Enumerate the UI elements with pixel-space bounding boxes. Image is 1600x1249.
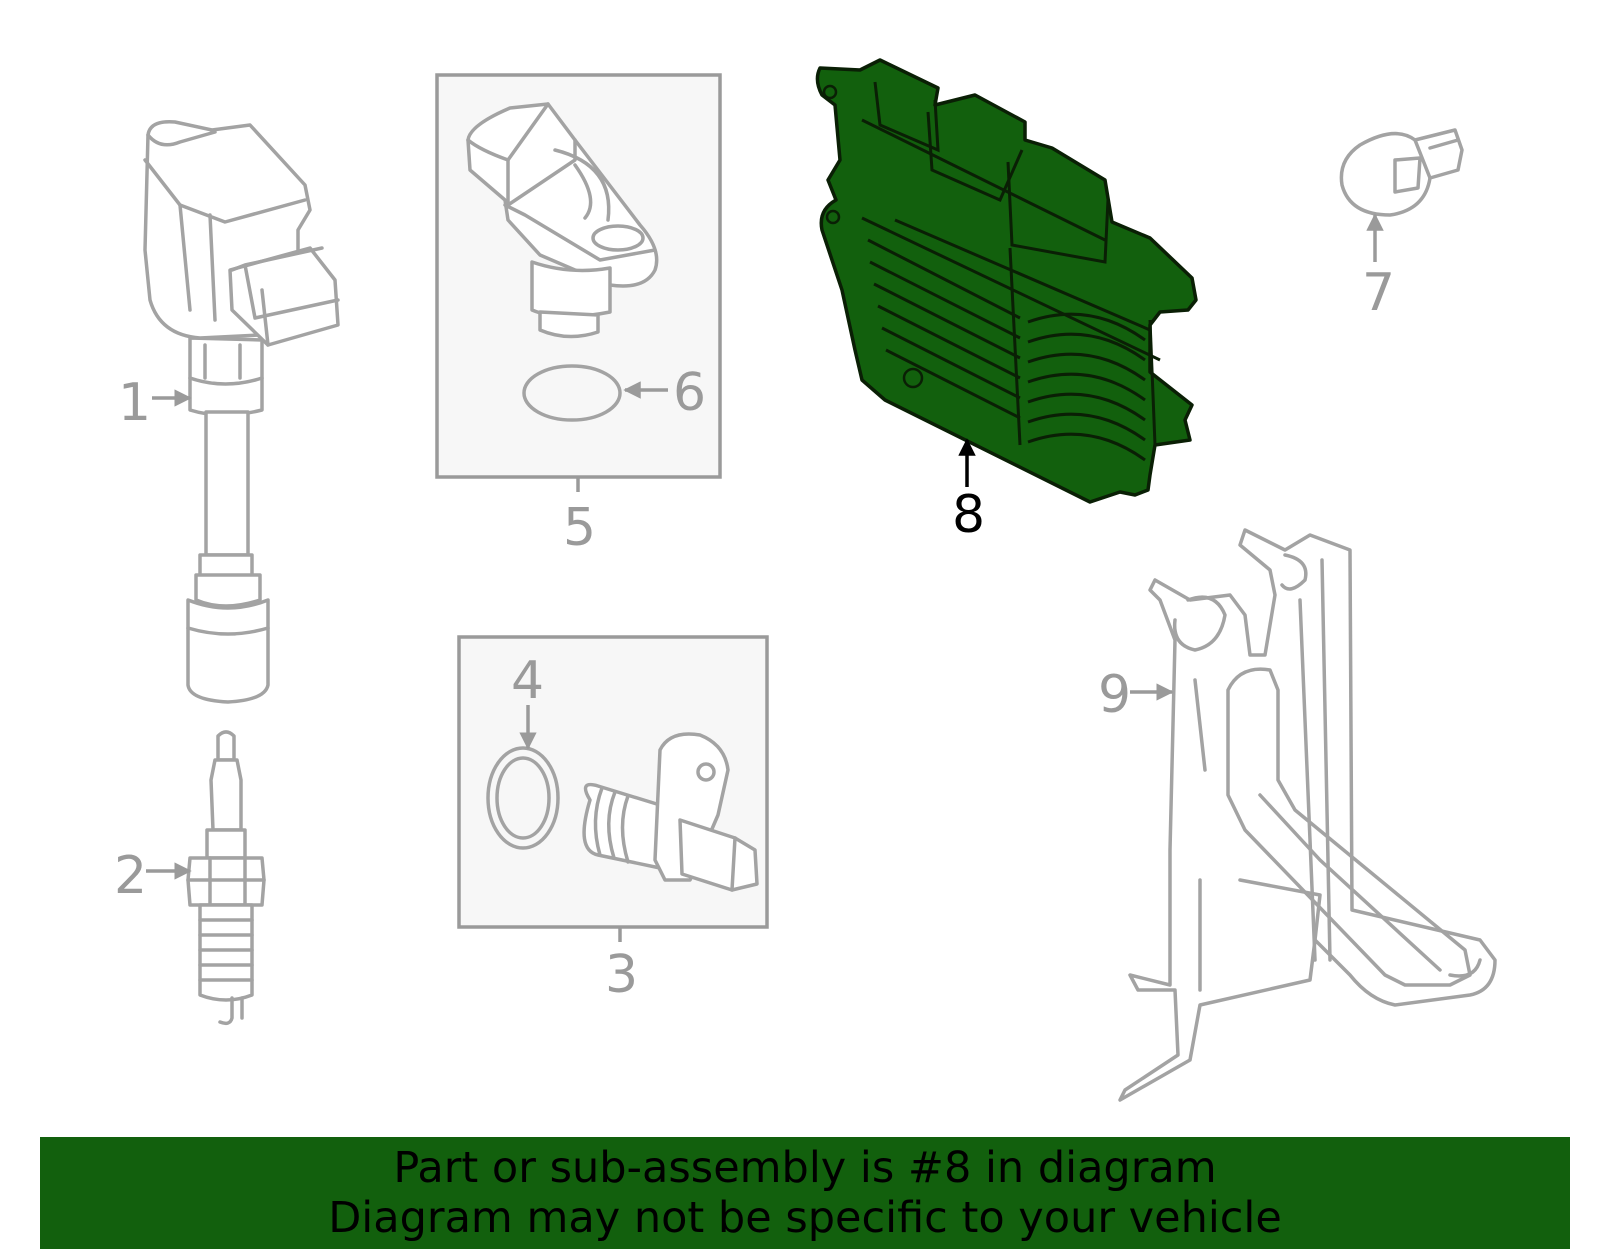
ignition-coil-part[interactable]	[143, 120, 340, 704]
callout-5: 5	[563, 498, 596, 558]
callout-9: 9	[1098, 665, 1131, 725]
callout-7: 7	[1362, 263, 1395, 323]
callout-6: 6	[673, 363, 706, 423]
crankshaft-sensor-part[interactable]	[486, 732, 759, 892]
clip-sensor-part[interactable]	[1339, 128, 1464, 217]
banner-line-1: Part or sub-assembly is #8 in diagram	[393, 1143, 1217, 1193]
camshaft-sensor-part[interactable]	[466, 102, 659, 422]
info-banner: Part or sub-assembly is #8 in diagram Di…	[40, 1137, 1570, 1249]
callout-4: 4	[511, 651, 544, 711]
bracket-part[interactable]	[1118, 528, 1497, 1102]
ecu-part[interactable]	[815, 58, 1198, 504]
o-ring-part-6	[522, 364, 622, 422]
spark-plug-part[interactable]	[186, 730, 266, 1026]
callout-1: 1	[118, 373, 151, 433]
callout-2: 2	[114, 846, 147, 906]
callout-8: 8	[952, 485, 985, 545]
banner-line-2: Diagram may not be specific to your vehi…	[328, 1193, 1282, 1243]
callout-3: 3	[605, 945, 638, 1005]
